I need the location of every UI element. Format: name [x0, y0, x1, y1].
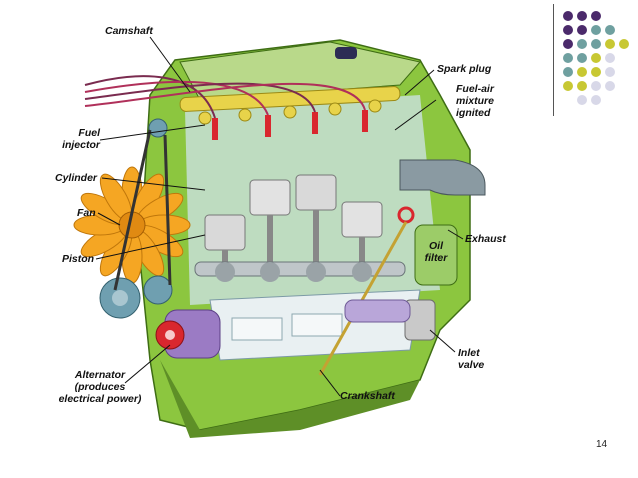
label-inlet-valve: Inlet valve	[458, 347, 484, 371]
label-fuel-air-line2: mixture	[456, 95, 494, 107]
crankshaft	[194, 261, 406, 282]
decorative-dot-grid	[563, 11, 629, 105]
label-fuel-air-line3: ignited	[456, 107, 491, 119]
dot-row-5	[563, 67, 615, 77]
label-alternator-line3: electrical power)	[58, 393, 142, 405]
label-fuel-air-mixture-ignited: Fuel-air mixture ignited	[456, 83, 494, 119]
label-fuel-injector-line1: Fuel	[78, 127, 100, 139]
alternator	[155, 309, 221, 359]
label-alternator-line2: (produces	[74, 381, 126, 393]
label-piston: Piston	[62, 253, 95, 265]
label-crankshaft: Crankshaft	[340, 390, 395, 402]
label-fuel-injector-line2: injector	[62, 139, 100, 151]
dot-row-6	[563, 81, 615, 91]
dot-row-7	[577, 95, 601, 105]
label-camshaft: Camshaft	[105, 25, 153, 37]
label-oil-filter-line1: Oil	[428, 240, 443, 252]
pistons	[204, 174, 383, 275]
camshaft	[179, 86, 401, 125]
inlet-valve	[344, 299, 436, 341]
dot-row-4	[563, 53, 615, 63]
label-alternator-line1: Alternator	[74, 369, 126, 381]
leader-lines	[95, 36, 464, 397]
label-alternator: Alternator (produces electrical power)	[50, 369, 150, 405]
ignition-wires	[84, 75, 366, 119]
oil-filter	[318, 206, 458, 376]
label-exhaust: Exhaust	[465, 233, 506, 245]
label-inlet-valve-line2: valve	[458, 359, 485, 371]
label-fan: Fan	[77, 207, 96, 219]
dot-row-3	[563, 39, 629, 49]
label-fuel-air-line1: Fuel-air	[456, 83, 494, 95]
dot-row-1	[563, 11, 601, 21]
page-number: 14	[596, 439, 608, 450]
fan	[73, 166, 191, 284]
label-oil-filter: Oil filter	[418, 240, 454, 264]
pulleys	[99, 118, 173, 319]
label-spark-plug: Spark plug	[437, 63, 492, 75]
dot-row-2	[563, 25, 615, 35]
label-oil-filter-line2: filter	[424, 252, 448, 264]
spark-plugs	[212, 110, 368, 140]
label-cylinder: Cylinder	[55, 172, 98, 184]
label-fuel-injector: Fuel injector	[60, 127, 100, 151]
decorative-divider-line	[553, 4, 554, 116]
exhaust-manifold	[399, 159, 486, 196]
label-inlet-valve-line1: Inlet	[458, 347, 480, 359]
